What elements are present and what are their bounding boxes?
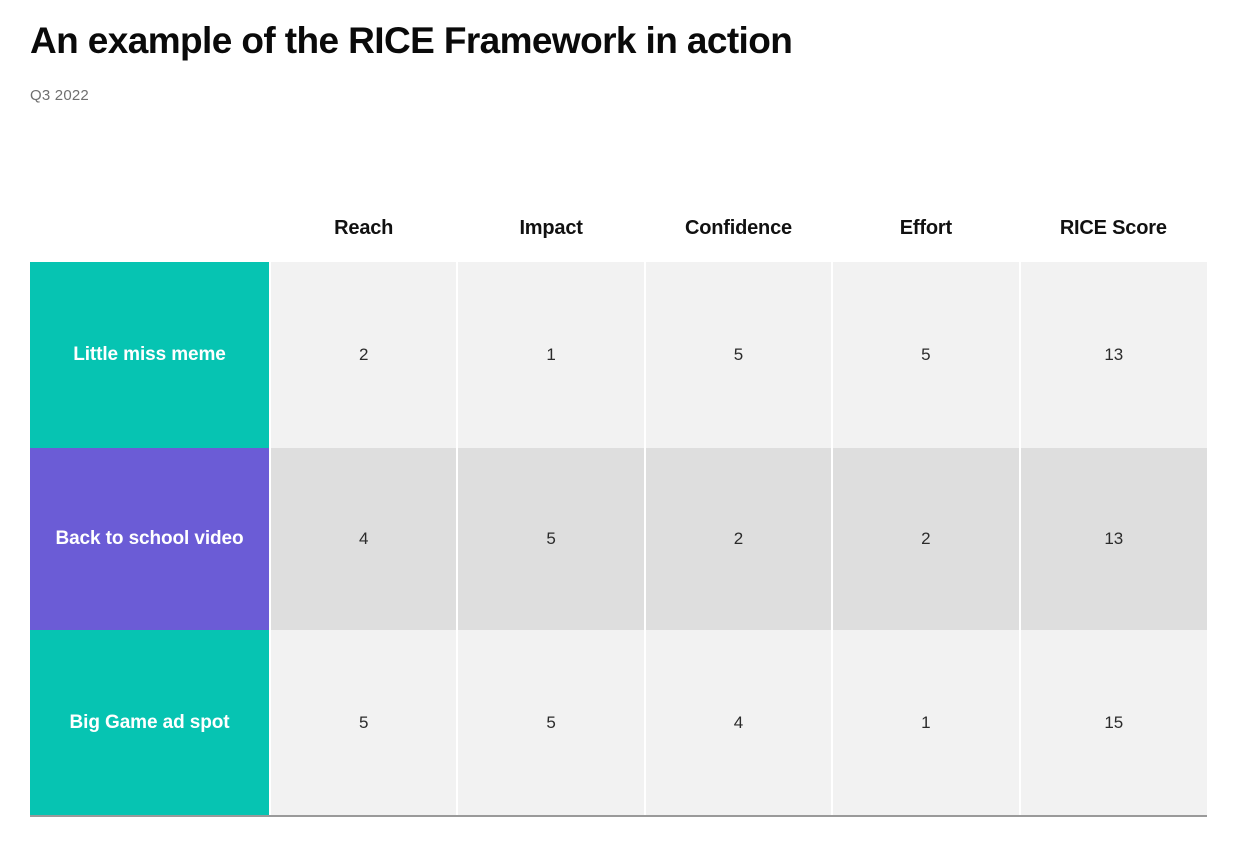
column-header-reach: Reach: [270, 195, 458, 262]
cell-confidence: 5: [643, 262, 833, 448]
cell-effort: 5: [831, 262, 1020, 448]
header-block: An example of the RICE Framework in acti…: [30, 18, 1200, 106]
cell-impact: 5: [456, 448, 645, 630]
page-title: An example of the RICE Framework in acti…: [30, 20, 793, 61]
cell-confidence: 4: [643, 630, 833, 817]
cell-reach: 5: [268, 630, 458, 817]
column-header-rice-score: RICE Score: [1019, 195, 1207, 262]
cell-rice-score: 13: [1018, 448, 1207, 630]
cell-rice-score: 15: [1018, 630, 1207, 817]
cell-effort: 1: [831, 630, 1020, 817]
column-header-effort: Effort: [832, 195, 1020, 262]
cell-impact: 5: [456, 630, 645, 817]
cell-impact: 1: [456, 262, 645, 448]
column-header-initiative: [30, 195, 270, 262]
table-header: Reach Impact Confidence Effort RICE Scor…: [30, 195, 1207, 262]
cell-rice-score: 13: [1018, 262, 1207, 448]
header-row: Reach Impact Confidence Effort RICE Scor…: [30, 195, 1207, 262]
cell-confidence: 2: [643, 448, 833, 630]
row-label-little-miss-meme: Little miss meme: [30, 262, 270, 448]
column-header-confidence: Confidence: [644, 195, 833, 262]
row-label-back-to-school-video: Back to school video: [30, 448, 270, 630]
cell-reach: 2: [268, 262, 458, 448]
cell-reach: 4: [268, 448, 458, 630]
cell-effort: 2: [831, 448, 1020, 630]
rice-framework-table: Reach Impact Confidence Effort RICE Scor…: [30, 195, 1207, 817]
table-row: Little miss meme 2 1 5 5 13: [30, 262, 1207, 448]
table-body: Little miss meme 2 1 5 5 13 Back to scho…: [30, 262, 1207, 817]
table-row: Big Game ad spot 5 5 4 1 15: [30, 630, 1207, 817]
row-label-big-game-ad-spot: Big Game ad spot: [30, 630, 270, 817]
column-header-impact: Impact: [457, 195, 645, 262]
table-row: Back to school video 4 5 2 2 13: [30, 448, 1207, 630]
page-subtitle: Q3 2022: [30, 87, 89, 104]
